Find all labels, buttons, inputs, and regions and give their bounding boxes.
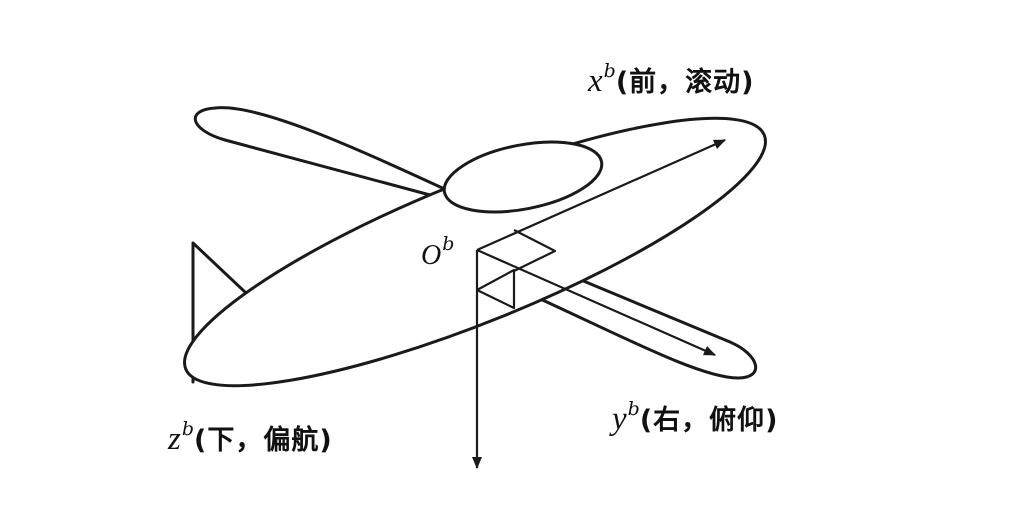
z-axis-var: z — [168, 421, 181, 457]
x-axis-arrow — [476, 138, 726, 252]
z-axis-desc: (下，偏航) — [194, 425, 333, 456]
y-axis-var: y — [612, 401, 627, 437]
origin-var: O — [421, 240, 442, 271]
origin-sup: b — [442, 233, 455, 255]
y-axis-label: yb(右，俯仰) — [612, 400, 779, 436]
y-axis-sup: b — [627, 398, 640, 420]
z-axis-sup: b — [181, 418, 195, 440]
right-angle-marker-x — [513, 229, 557, 272]
x-axis-var: x — [588, 63, 603, 99]
z-axis-label: zb(下，偏航) — [168, 420, 333, 456]
x-axis-sup: b — [603, 60, 616, 82]
right-wing — [523, 263, 757, 380]
tail-fin — [191, 241, 264, 384]
cockpit-canopy — [442, 140, 604, 214]
fuselage — [183, 116, 767, 388]
left-wing — [193, 106, 477, 205]
x-axis-label: xb(前，滚动) — [588, 62, 755, 98]
y-axis-desc: (右，俯仰) — [639, 405, 779, 436]
right-angle-marker-y — [476, 268, 516, 310]
origin-label: Ob — [421, 235, 454, 270]
x-axis-desc: (前，滚动) — [615, 67, 755, 98]
y-axis-arrow — [476, 248, 716, 357]
